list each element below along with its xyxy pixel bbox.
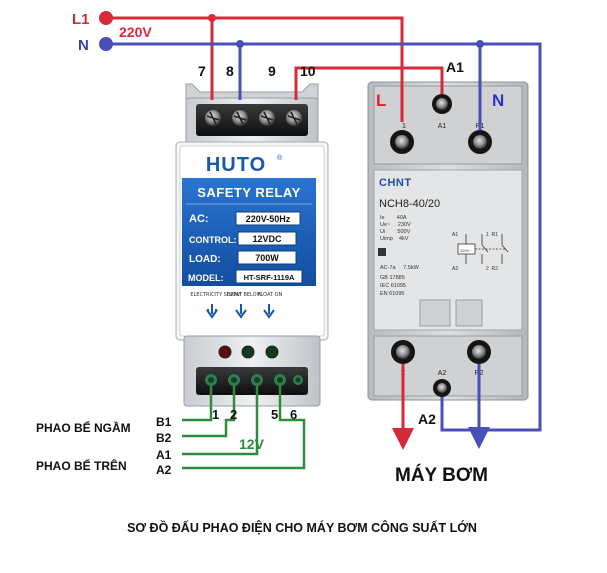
arrow-down-icon [263, 304, 275, 319]
contactor-brand: CHNT [379, 177, 412, 189]
led-float-below-indicator [241, 345, 255, 359]
relay-indicator-label-below: FLOAT BELOW [226, 292, 261, 298]
relay-spec-key-model: MODEL: [188, 273, 224, 283]
relay-spec-value-model: HT-SRF-1119A [244, 273, 295, 282]
load-arrow-line [392, 428, 414, 450]
contactor-phase-mark: L [376, 91, 386, 110]
relay-spec-key-load: LOAD: [189, 254, 221, 265]
neutral-wires [106, 42, 542, 432]
relay-title: SAFETY RELAY [197, 185, 301, 200]
contactor-neutral-mark: N [492, 91, 504, 110]
contactor-rating-ie: Ie 40A [380, 215, 407, 221]
control-wires [182, 386, 306, 470]
contactor-std-gb: GB 17885 [380, 275, 405, 281]
load-label: MÁY BƠM [395, 464, 488, 486]
relay-terminal-8: 8 [226, 63, 234, 79]
contactor-bottom-a2-label: A2 [418, 411, 436, 427]
float-wire-b2: B2 [156, 431, 172, 445]
float-low-tank-label: PHAO BỂ NGẦM [36, 420, 131, 435]
junction-l1-relay [208, 14, 216, 22]
contactor-model: NCH8-40/20 [379, 198, 440, 210]
wire-l1-main [106, 16, 404, 122]
float-wire-b1: B1 [156, 415, 172, 429]
arrow-down-icon [235, 304, 247, 319]
relay-spec-value-control: 12VDC [252, 234, 282, 244]
supply-node-n [99, 37, 113, 51]
wire-b2 [182, 386, 236, 438]
safety-relay: HUTO ® SAFETY RELAY AC: 220V-50Hz CONTRO… [175, 83, 329, 407]
relay-spec-key-control: CONTROL: [189, 235, 237, 245]
schematic-coil-voltage: 220V~ [460, 248, 472, 253]
junction-n-relay [236, 40, 244, 48]
relay-brand: HUTO [206, 154, 266, 176]
schematic-label-r2: 2 R2 [486, 266, 498, 272]
supply-node-l1 [99, 11, 113, 25]
contactor-schematic [457, 234, 509, 264]
schematic-label-r1: 1 R1 [486, 232, 498, 238]
contactor-rating-uimp: Uimp 4kV [380, 236, 409, 242]
relay-spec-value-ac: 220V-50Hz [246, 214, 291, 224]
relay-terminal-2: 2 [230, 407, 237, 422]
contactor-category: AC-7a 7.5kW [380, 265, 420, 271]
contactor-rating-ue: Ue~ 230V [380, 222, 411, 228]
wire-b1 [182, 386, 213, 422]
relay-indicator-label-on: FLOAT ON [258, 292, 283, 298]
arrow-down-icon [206, 304, 218, 319]
contactor-mark-square [378, 248, 386, 256]
supply-neutral-label: N [78, 37, 89, 54]
contactor-top-a1-label: A1 [446, 59, 464, 75]
contactor-rating-ui: Ui 500V [380, 229, 411, 235]
contactor-terminal-label-a2: A2 [438, 370, 447, 377]
led-supply-indicator [218, 345, 232, 359]
float-wire-a2: A2 [156, 463, 172, 477]
schematic-label-a2: A2 [452, 266, 458, 272]
contactor-terminal-label-1: 1 [402, 123, 406, 130]
relay-bottom-screws [205, 374, 303, 386]
relay-spec-key-ac: AC: [189, 213, 209, 225]
relay-top-terminal-block [196, 104, 308, 136]
relay-terminal-7: 7 [198, 63, 206, 79]
line-wires [106, 16, 444, 430]
relay-brand-registered: ® [277, 154, 283, 162]
control-voltage-label: 12V [239, 436, 265, 452]
schematic-label-a1: A1 [452, 232, 458, 238]
relay-terminal-9: 9 [268, 63, 276, 79]
float-wire-a1: A1 [156, 448, 172, 462]
relay-arrow-icons [206, 304, 275, 319]
contactor: L N 1 A1 R1 CHNT NCH8-40/20 Ie 40A Ue~ 2… [367, 81, 529, 401]
relay-terminal-6: 6 [290, 407, 297, 422]
wire-a1 [182, 386, 259, 456]
contactor-terminal-label-a1: A1 [438, 123, 447, 130]
relay-terminal-5: 5 [271, 407, 278, 422]
supply-voltage-label: 220V [119, 24, 152, 40]
junction-n-contactor [476, 40, 484, 48]
relay-indicator-label-supply: ELECTRICITY SUPPLY [190, 292, 242, 298]
wire-n-main [106, 42, 542, 432]
contactor-std-en: EN 61095 [380, 291, 404, 297]
relay-terminal-1: 1 [212, 407, 219, 422]
led-float-on-indicator [265, 345, 279, 359]
wire-a2 [182, 386, 306, 470]
wire-relay-10-to-a1 [294, 66, 444, 100]
supply-line-label: L1 [72, 11, 90, 28]
relay-top-screws [205, 110, 302, 126]
relay-terminal-10: 10 [300, 63, 316, 79]
float-upper-tank-label: PHAO BỂ TRÊN [36, 458, 127, 473]
contactor-std-iec: IEC 61095 [380, 283, 406, 289]
relay-spec-value-load: 700W [255, 253, 279, 263]
diagram-caption: SƠ ĐỒ ĐẤU PHAO ĐIỆN CHO MÁY BƠM CÔNG SUẤ… [127, 520, 477, 535]
load-arrow-neutral [468, 427, 490, 449]
